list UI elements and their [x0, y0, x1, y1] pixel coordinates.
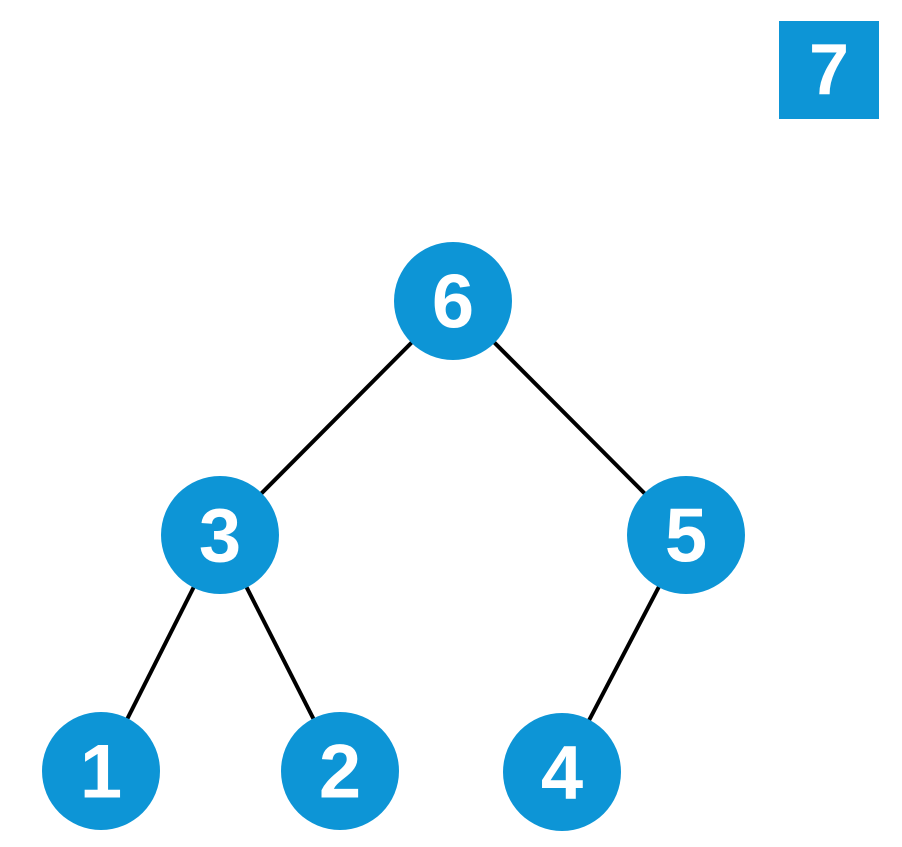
node-label: 1: [80, 730, 122, 815]
node-circle: [161, 476, 279, 594]
node-label: 6: [432, 260, 474, 345]
node-circle: [394, 242, 512, 360]
node-label: 4: [541, 731, 583, 816]
node-circle: [42, 712, 160, 830]
node-circle: [503, 713, 621, 831]
counter-badge: 7: [779, 21, 879, 119]
counter-badge-label: 7: [808, 30, 850, 110]
node-label: 2: [319, 730, 361, 815]
node-circle: [627, 476, 745, 594]
tree-node-1[interactable]: 1: [42, 712, 160, 830]
tree-node-6[interactable]: 6: [394, 242, 512, 360]
tree-node-5[interactable]: 5: [627, 476, 745, 594]
tree-node-3[interactable]: 3: [161, 476, 279, 594]
tree-node-2[interactable]: 2: [281, 712, 399, 830]
tree-node-4[interactable]: 4: [503, 713, 621, 831]
node-label: 5: [665, 494, 707, 579]
node-label: 3: [199, 494, 241, 579]
node-circle: [281, 712, 399, 830]
